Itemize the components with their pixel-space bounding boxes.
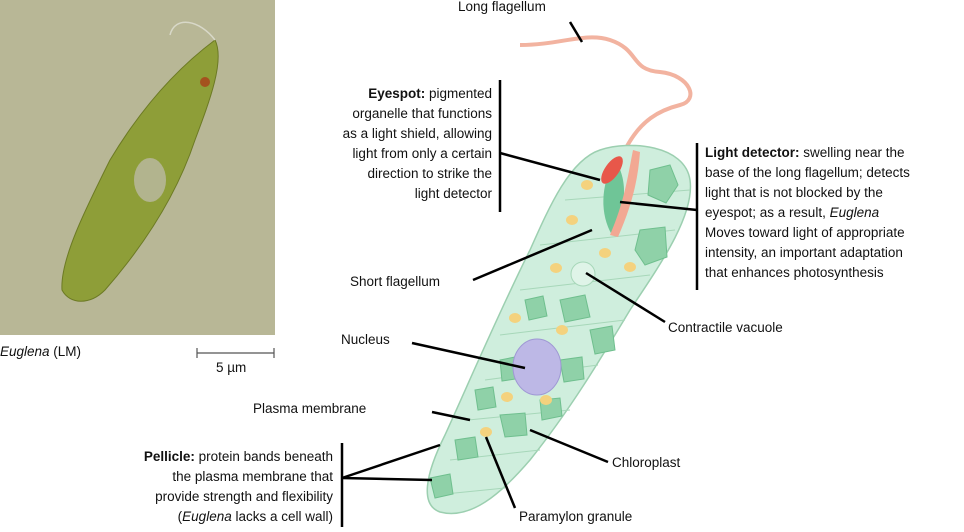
contractile-vacuole <box>570 261 596 287</box>
light-detector-text: Moves toward light of appropriate <box>705 225 905 240</box>
eyespot-text: light from only a certain <box>352 146 492 161</box>
pellicle-text: lacks a cell wall) <box>231 509 333 524</box>
leader-lines <box>340 21 699 527</box>
label-eyespot: Eyespot: pigmented organelle that functi… <box>343 84 492 204</box>
light-detector <box>610 150 640 237</box>
label-light-detector: Light detector: swelling near the base o… <box>705 143 910 283</box>
pellicle-text: protein bands beneath <box>194 449 333 464</box>
label-short-flagellum: Short flagellum <box>350 274 441 289</box>
light-detector-text: that enhances photosynthesis <box>705 265 884 280</box>
light-detector-species: Euglena <box>829 205 880 220</box>
pellicle-text: the plasma membrane that <box>172 469 333 484</box>
eyespot-text: organelle that functions <box>352 106 492 121</box>
paramylon-granules <box>480 180 636 437</box>
eyespot-text: pigmented <box>425 86 492 101</box>
scale-bar <box>196 348 275 358</box>
eyespot-term: Eyespot: <box>368 86 426 101</box>
label-chloroplast: Chloroplast <box>612 455 681 470</box>
label-contractile-vacuole: Contractile vacuole <box>668 320 783 335</box>
long-flagellum <box>519 35 693 151</box>
photo-caption: Euglena (LM) <box>0 342 81 362</box>
label-nucleus: Nucleus <box>341 332 390 347</box>
light-detector-term: Light detector: <box>705 145 800 160</box>
pellicle-term: Pellicle: <box>143 449 195 464</box>
micrograph-flagellum <box>169 21 216 41</box>
light-detector-text: base of the long flagellum; detects <box>705 165 910 180</box>
eyespot-text: direction to strike the <box>367 166 492 181</box>
light-detector-text: swelling near the <box>799 145 905 160</box>
light-detector-text: intensity, an important adaptation <box>705 245 903 260</box>
light-detector-text: eyespot; as a result, <box>705 205 830 220</box>
label-long-flagellum: Long flagellum <box>458 0 546 14</box>
scale-label: 5 µm <box>216 360 247 375</box>
light-detector-text: light that is not blocked by the <box>705 185 883 200</box>
label-pellicle: Pellicle: protein bands beneath the plas… <box>144 447 333 527</box>
label-plasma-membrane: Plasma membrane <box>253 401 367 416</box>
pellicle-text: provide strength and flexibility <box>155 489 333 504</box>
eyespot <box>601 156 623 184</box>
caption-method: (LM) <box>49 344 82 359</box>
caption-species: Euglena <box>0 344 50 359</box>
pellicle-species: Euglena <box>182 509 232 524</box>
label-paramylon-granule: Paramylon granule <box>519 509 633 524</box>
micrograph-eyespot <box>200 77 210 87</box>
nucleus <box>512 338 562 396</box>
pellicle-text: ( <box>177 509 183 524</box>
eyespot-text: as a light shield, allowing <box>342 126 492 141</box>
micrograph-nucleus <box>134 158 166 202</box>
eyespot-text: light detector <box>414 186 492 201</box>
